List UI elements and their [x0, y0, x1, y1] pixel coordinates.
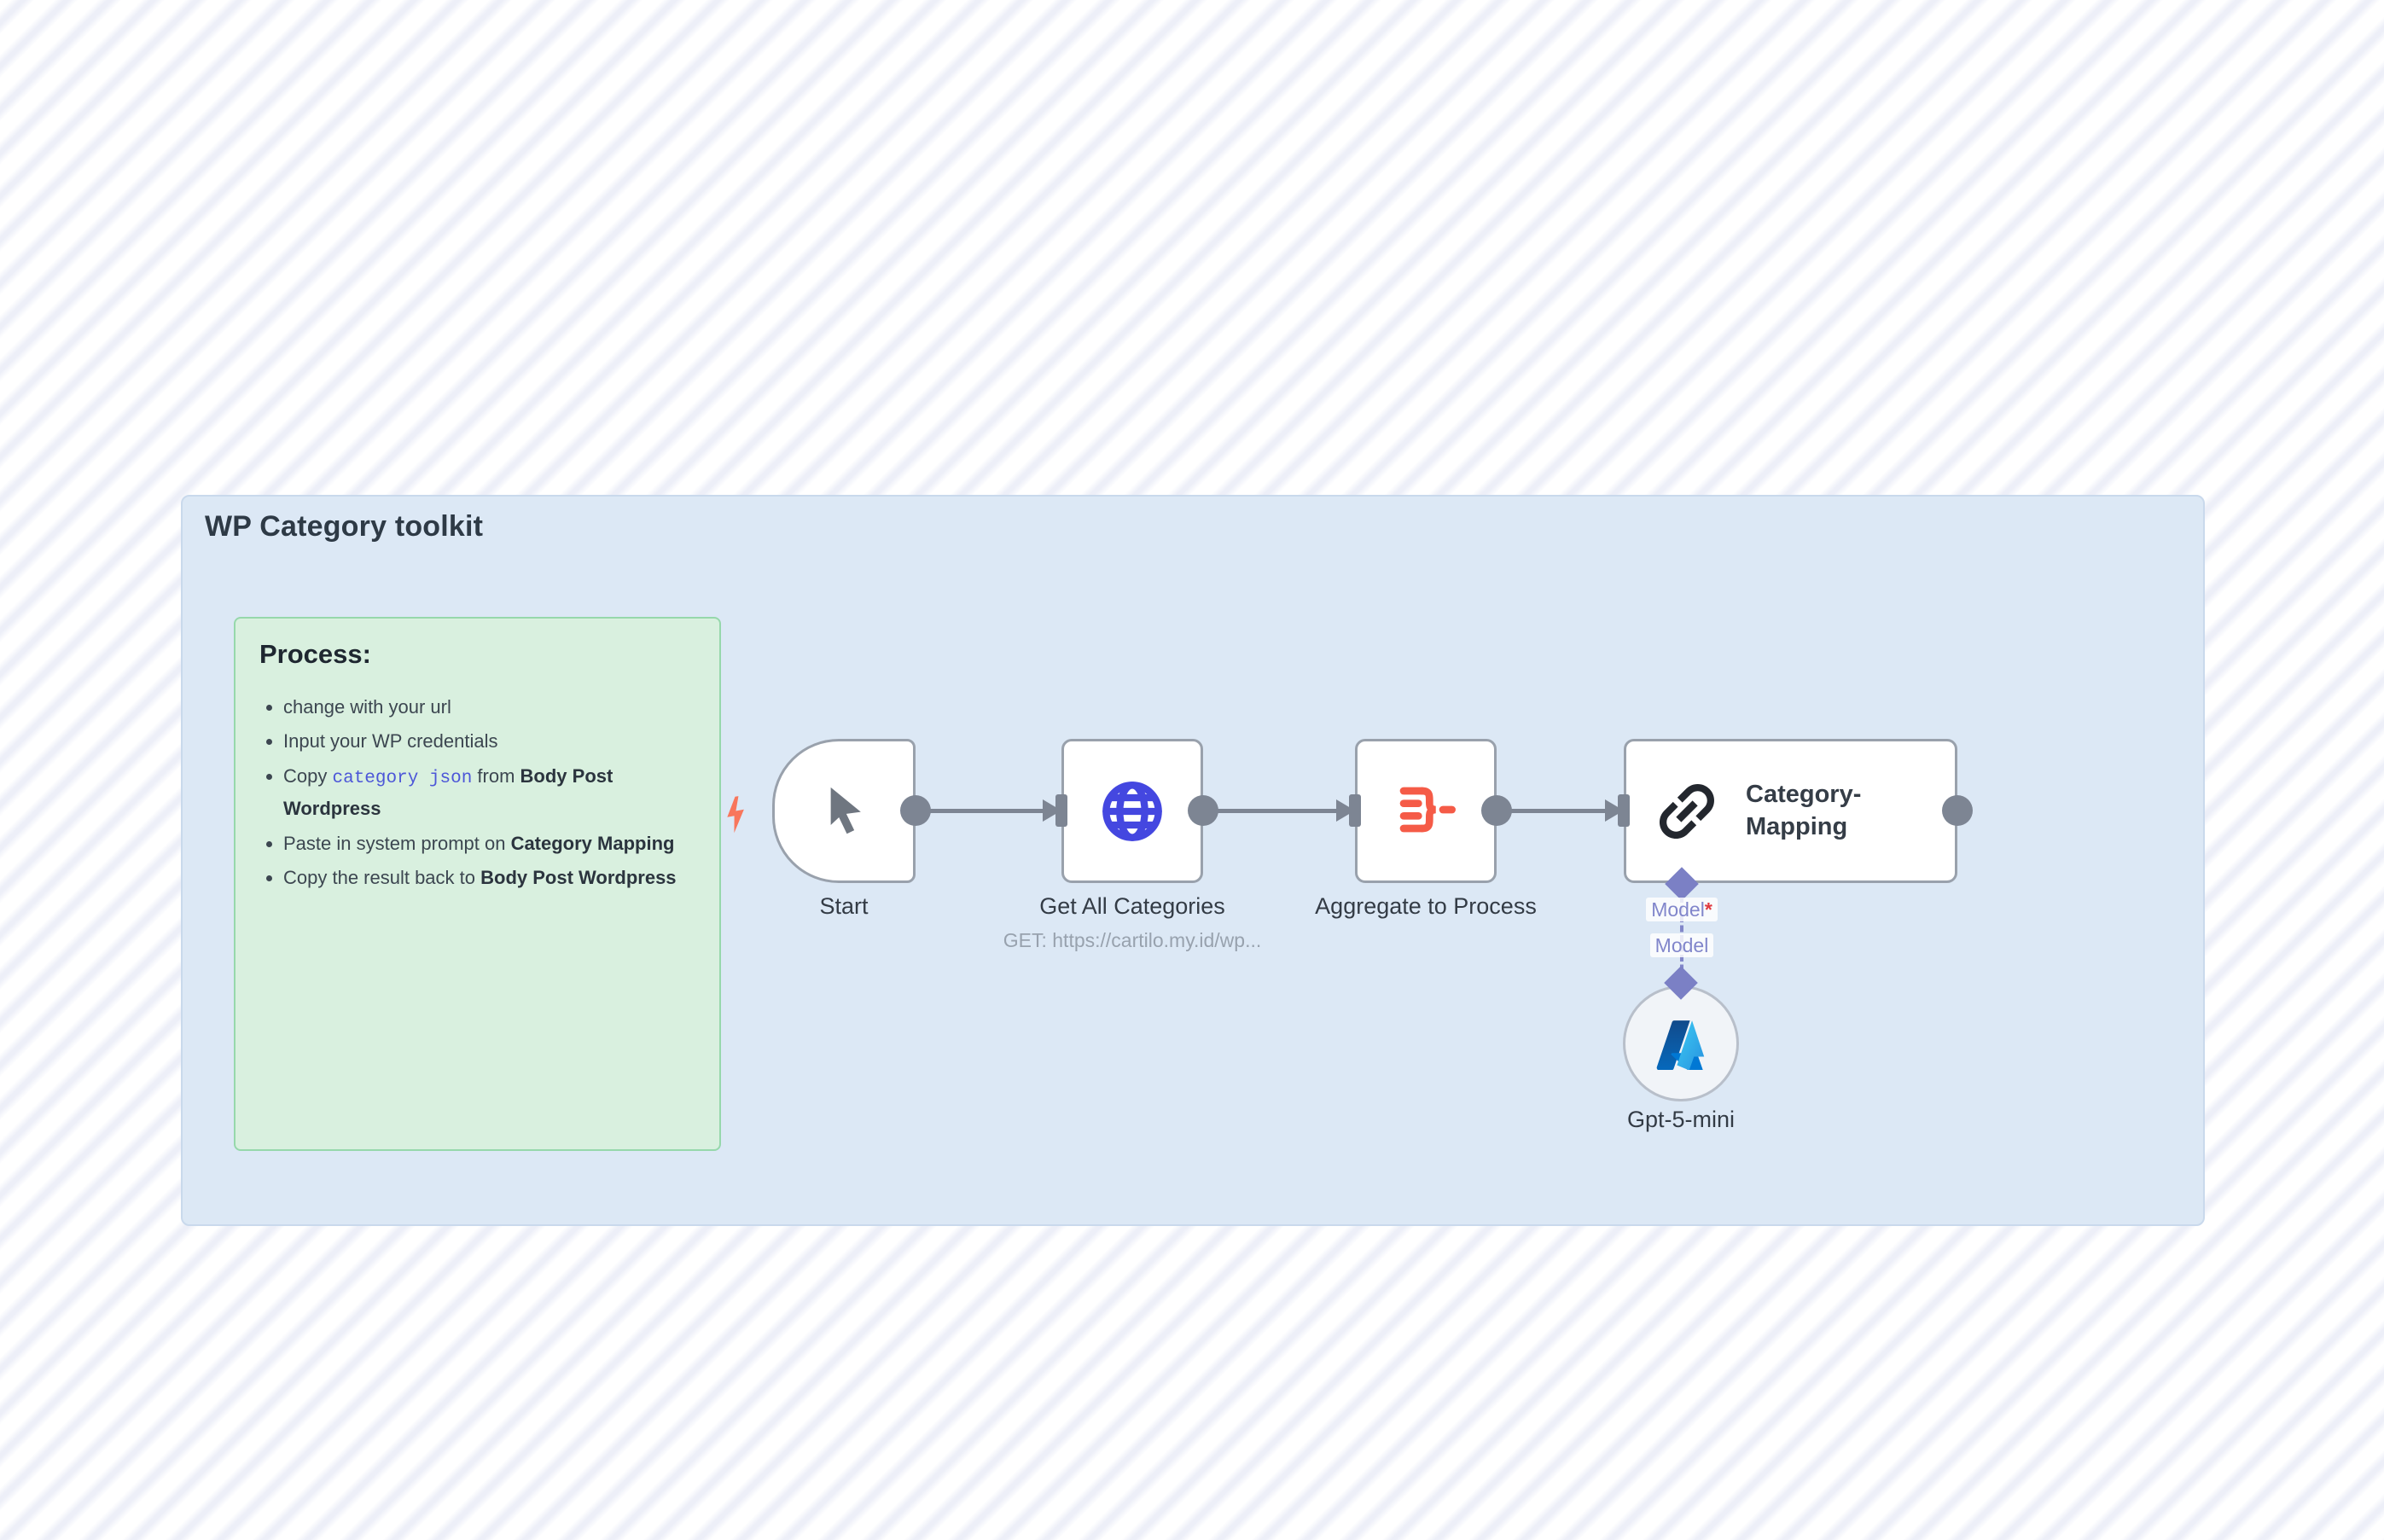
node-label-gpt-5-mini: Gpt-5-mini	[1626, 1107, 1736, 1132]
connection-http-aggregate[interactable]	[1203, 809, 1336, 813]
inline-code: category json	[332, 768, 473, 788]
globe-icon	[1098, 777, 1166, 846]
note-list: change with your url Input your WP crede…	[259, 692, 695, 893]
output-port[interactable]	[1188, 795, 1218, 826]
input-port[interactable]	[1055, 794, 1067, 827]
aggregate-icon	[1392, 777, 1460, 846]
required-asterisk: *	[1704, 898, 1712, 921]
output-port[interactable]	[1481, 795, 1512, 826]
process-note[interactable]: Process: change with your url Input your…	[234, 617, 721, 1151]
note-bullet: Paste in system prompt on Category Mappi…	[283, 828, 695, 859]
model-label: Model	[1596, 933, 1767, 957]
note-bullet: Copy category json from Body Post Wordpr…	[283, 761, 695, 825]
connection-start-http[interactable]	[916, 809, 1043, 813]
note-bullet: Copy the result back to Body Post Wordpr…	[283, 863, 695, 893]
note-bullet: Input your WP credentials	[283, 726, 695, 757]
node-start[interactable]	[772, 739, 916, 883]
input-port[interactable]	[1349, 794, 1361, 827]
note-heading: Process:	[259, 639, 371, 669]
trigger-bolt-icon	[715, 793, 755, 836]
node-category-mapping[interactable]: Category-Mapping	[1624, 739, 1957, 883]
cursor-icon	[819, 784, 869, 839]
connection-aggregate-mapping[interactable]	[1497, 809, 1605, 813]
note-bullet: change with your url	[283, 692, 695, 723]
panel-title: WP Category toolkit	[205, 510, 484, 543]
model-required-label: Model*	[1596, 898, 1767, 921]
node-sublabel-url: GET: https://cartilo.my.id/wp...	[1003, 929, 1262, 951]
output-port[interactable]	[900, 795, 931, 826]
node-label-aggregate: Aggregate to Process	[1315, 893, 1537, 919]
node-aggregate-to-process[interactable]	[1355, 739, 1497, 883]
link-icon	[1650, 775, 1724, 848]
node-label-get-all-categories: Get All Categories	[1039, 893, 1225, 919]
input-port[interactable]	[1618, 794, 1630, 827]
node-label-start: Start	[819, 893, 869, 919]
node-gpt-5-mini[interactable]	[1623, 985, 1739, 1101]
output-port[interactable]	[1942, 795, 1973, 826]
node-title: Category-Mapping	[1746, 781, 1862, 840]
node-get-all-categories[interactable]	[1061, 739, 1203, 883]
azure-icon	[1654, 1017, 1707, 1070]
